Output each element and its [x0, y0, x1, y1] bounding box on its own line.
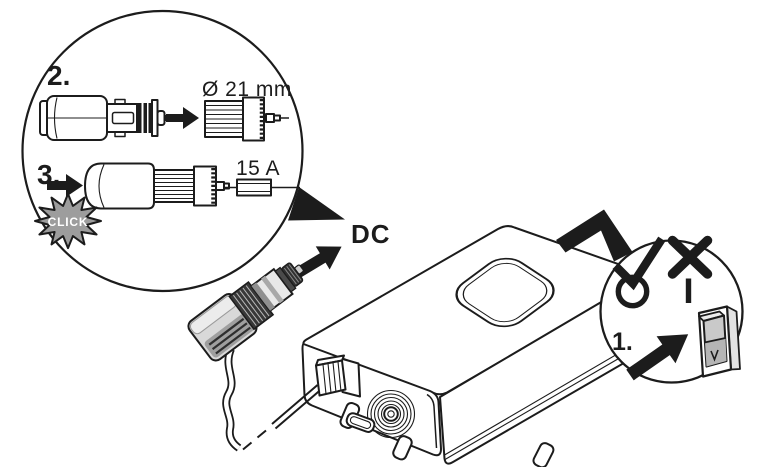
rocker-switch-illustration	[697, 305, 741, 378]
starburst-shape	[34, 192, 102, 250]
assembled-plug-illustration	[84, 162, 230, 210]
adapter-tip-illustration	[204, 96, 289, 142]
power-off-symbol	[615, 274, 650, 309]
click-starburst: CLICK	[34, 192, 102, 250]
dc-cable-assembly	[222, 347, 347, 452]
inverter-device	[301, 225, 647, 467]
callout-pointer-dc	[288, 187, 345, 221]
arrow-right-icon	[47, 174, 83, 197]
callout-circle-left	[21, 9, 304, 293]
switch-arrow-icon	[626, 334, 689, 381]
arrow-right-icon	[166, 107, 199, 129]
dc-label: DC	[351, 219, 391, 249]
device-bottom-seam	[444, 338, 645, 460]
cross-icon	[667, 235, 713, 279]
adapter-diameter-label: Ø 21 mm	[202, 78, 292, 101]
fuse-illustration	[224, 178, 300, 197]
click-label: CLICK	[48, 215, 89, 229]
cable-wires	[271, 384, 322, 430]
lighter-plug-illustration	[39, 95, 168, 141]
callout-adapter-assembly: 2. Ø 21 mm	[21, 9, 304, 293]
vent-slot	[345, 412, 376, 433]
callout-pointer-switch	[556, 209, 633, 262]
device-front-face	[439, 280, 647, 465]
device-top-recess	[455, 257, 555, 328]
car-plug-illustration	[187, 262, 304, 362]
mounting-foot	[392, 435, 413, 461]
step-2-label: 2.	[47, 60, 70, 91]
step-1-label: 1.	[612, 328, 633, 356]
check-icon	[612, 236, 666, 291]
cable-break-marks	[242, 429, 267, 451]
fan-grille	[366, 389, 416, 439]
fuse-rating-label: 15 A	[236, 157, 280, 180]
mounting-foot	[532, 442, 555, 467]
callout-power-switch: 1.	[556, 209, 744, 384]
plug-contact-nub	[294, 264, 304, 275]
